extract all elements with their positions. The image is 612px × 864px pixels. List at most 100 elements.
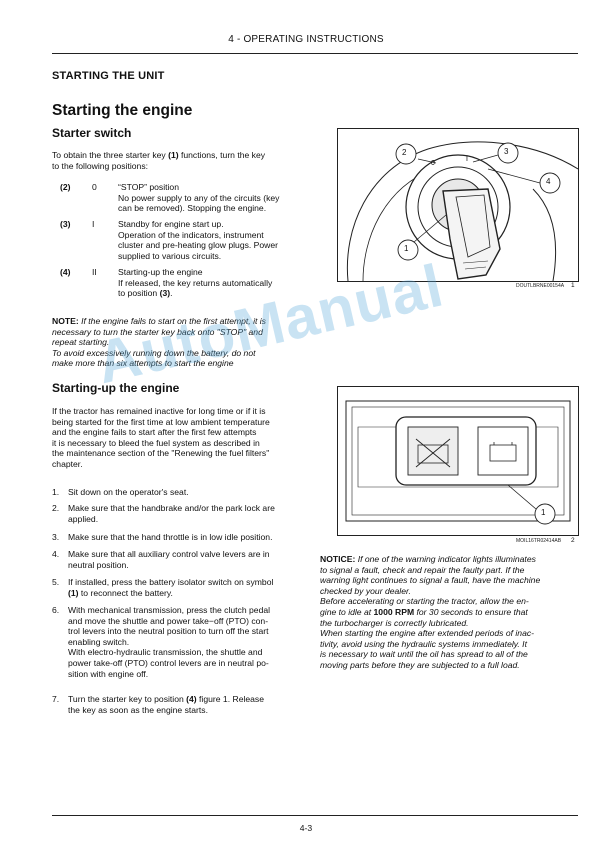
step-line: Make sure that the hand throttle is in l… [68, 532, 273, 542]
step-4: 4. Make sure that all auxiliary control … [52, 549, 310, 570]
heading-starting-engine: Starting the engine [52, 102, 193, 119]
svg-text:I: I [466, 156, 468, 163]
step-line: Make sure that all auxiliary control val… [68, 549, 270, 559]
step-3: 3. Make sure that the hand throttle is i… [52, 532, 310, 543]
callout-2 [395, 143, 417, 165]
position-line: cluster and pre-heating glow plugs. Powe… [118, 240, 279, 251]
step-line: trol levers into the neutral position to… [68, 626, 269, 637]
figure-battery-isolator: 1 [337, 386, 579, 536]
step-2: 2. Make sure that the handbrake and/or t… [52, 503, 310, 524]
note-line: NOTE: If the engine fails to start on th… [52, 316, 266, 326]
figure-starter-switch: 0 I 2 3 4 1 [337, 128, 579, 282]
page-number: 4-3 [299, 823, 313, 833]
step-line: applied. [68, 513, 99, 524]
position-line: “STOP” position [118, 182, 179, 192]
step-line: the key as soon as the engine starts. [68, 704, 208, 715]
step-line: If installed, press the battery isolator… [68, 577, 274, 587]
intro-paragraph: To obtain the three starter key (1) func… [52, 150, 314, 171]
startup-line: If the tractor has remained inactive for… [52, 406, 266, 416]
step-line: neutral position. [68, 559, 129, 570]
position-line: supplied to various circuits. [118, 250, 222, 261]
step-number: 1. [52, 487, 60, 497]
section-title: STARTING THE UNIT [52, 70, 165, 82]
heading-starter-switch: Starter switch [52, 126, 132, 140]
position-line: Standby for engine start up. [118, 219, 224, 229]
note-line: make more than six attempts to start the… [52, 358, 234, 369]
position-symbol: 0 [92, 182, 97, 192]
startup-line: chapter. [52, 458, 83, 469]
notice-line: is necessary to wait until the oil has s… [320, 649, 528, 660]
notice-line: checked by your dealer. [320, 585, 411, 596]
callout-label: 1 [404, 244, 409, 253]
position-symbol: II [92, 267, 97, 277]
step-line: and move the shuttle and power take−off … [68, 615, 269, 626]
chapter-header: 4 - OPERATING INSTRUCTIONS [228, 34, 384, 45]
step-number: 5. [52, 577, 60, 587]
step-number: 6. [52, 605, 60, 615]
callout-label: 1 [541, 508, 546, 517]
note-block: NOTE: If the engine fails to start on th… [52, 316, 314, 369]
callout-4 [539, 172, 561, 194]
step-7: 7. Turn the starter key to position (4) … [52, 694, 310, 715]
notice-line: tivity, avoid using the hydraulic system… [320, 638, 527, 649]
position-line: No power supply to any of the circuits (… [118, 192, 280, 203]
position-line: Starting-up the engine [118, 267, 203, 277]
note-line: To avoid excessively running down the ba… [52, 347, 256, 358]
step-number: 7. [52, 694, 60, 704]
figure-2-code: MOIL16TR02414AB [516, 538, 562, 544]
position-line: to position (3). [118, 288, 173, 299]
step-5: 5. If installed, press the battery isola… [52, 577, 310, 598]
startup-line: the maintenance section of the "Renewing… [52, 448, 270, 459]
position-description: Standby for engine start up. Operation o… [118, 219, 320, 261]
notice-line: warning light continues to signal a faul… [320, 575, 541, 586]
step-line: With electro-hydraulic transmission, the… [68, 647, 263, 658]
step-number: 3. [52, 532, 60, 542]
callout-1 [534, 503, 556, 525]
startup-line: being started for the first time at low … [52, 416, 270, 427]
callout-label: 3 [504, 147, 509, 156]
callout-label: 4 [546, 177, 551, 186]
position-number: (4) [60, 267, 71, 277]
step-line: power take-off (PTO) control levers are … [68, 657, 269, 668]
step-line: (1) to reconnect the battery. [68, 587, 173, 598]
position-stop: (2) 0 “STOP” position No power supply to… [60, 182, 320, 216]
step-1: 1. Sit down on the operator's seat. [52, 487, 310, 498]
position-standby: (3) I Standby for engine start up. Opera… [60, 219, 320, 264]
svg-text:0: 0 [431, 160, 435, 167]
callout-3 [497, 142, 519, 164]
position-line: can be removed). Stopping the engine. [118, 203, 267, 214]
figure-2-number: 2 [571, 537, 575, 544]
heading-starting-up: Starting-up the engine [52, 381, 180, 395]
notice-line: the turbocharger is correctly lubricated… [320, 617, 469, 628]
starter-switch-illustration: 0 I [346, 141, 578, 281]
position-number: (3) [60, 219, 71, 229]
notice-line: to signal a fault, check and repair the … [320, 564, 525, 575]
step-line: sition with engine off. [68, 668, 149, 679]
step-line: Make sure that the handbrake and/or the … [68, 503, 275, 513]
notice-line: NOTICE: If one of the warning indicator … [320, 554, 536, 564]
step-line: enabling switch. [68, 636, 130, 647]
notice-line: gine to idle at 1000 RPM for 30 seconds … [320, 606, 528, 617]
notice-line: When starting the engine after extended … [320, 628, 535, 639]
position-description: “STOP” position No power supply to any o… [118, 182, 320, 214]
battery-isolator-illustration [345, 400, 571, 525]
step-number: 2. [52, 503, 60, 513]
step-number: 4. [52, 549, 60, 559]
position-symbol: I [92, 219, 95, 229]
notice-line: Before accelerating or starting the trac… [320, 596, 529, 607]
figure-1-number: 1 [571, 282, 575, 289]
callout-label: 2 [402, 148, 407, 157]
position-description: Starting-up the engine If released, the … [118, 267, 320, 299]
notice-line: moving parts before they are subjected t… [320, 659, 520, 670]
startup-intro: If the tractor has remained inactive for… [52, 406, 314, 470]
note-line: repeat starting. [52, 337, 110, 348]
step-6: 6. With mechanical transmission, press t… [52, 605, 310, 679]
figure-1-code: DOUTLBRNE00154A [516, 283, 565, 289]
callout-1 [397, 239, 419, 261]
position-starting: (4) II Starting-up the engine If release… [60, 267, 320, 301]
startup-line: it is necessary to bleed the fuel system… [52, 437, 260, 448]
position-line: Operation of the indicators, instrument [118, 229, 264, 240]
footer-rule [52, 815, 578, 816]
intro-line: To obtain the three starter key (1) func… [52, 150, 266, 160]
note-line: necessary to turn the starter key back o… [52, 326, 263, 337]
